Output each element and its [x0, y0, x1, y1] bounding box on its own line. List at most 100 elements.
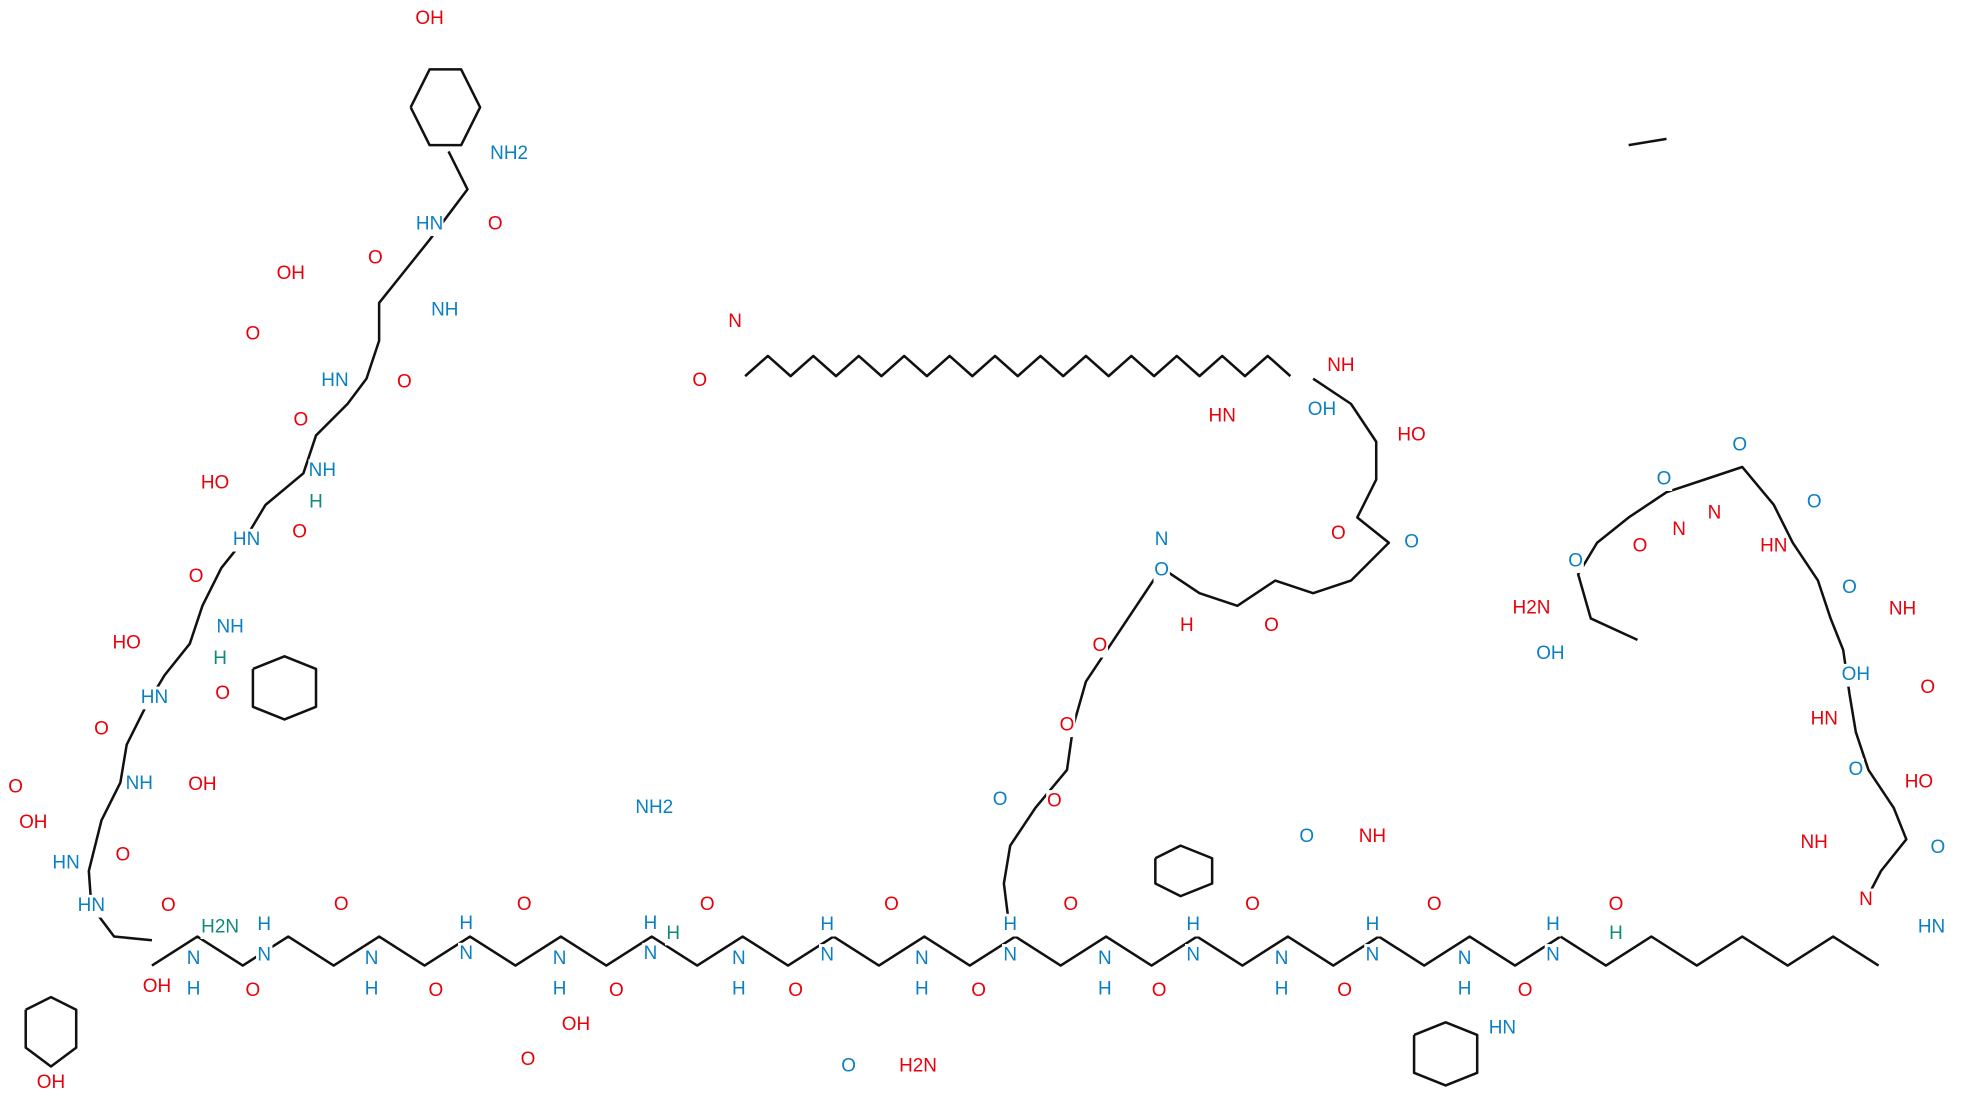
- atom-label: O: [1152, 980, 1167, 1001]
- atom-label: H: [1546, 914, 1560, 935]
- atom-label: HO: [201, 472, 229, 493]
- atom-label: H: [1275, 979, 1289, 1000]
- atom-label: N: [553, 948, 567, 969]
- atom-label: O: [1848, 759, 1863, 780]
- atom-label: H: [309, 491, 323, 512]
- atom-label: O: [1337, 980, 1352, 1001]
- atom-label: OH: [188, 774, 216, 795]
- atom-label: HN: [321, 370, 348, 391]
- bond-path: [409, 68, 482, 147]
- bond-path: [1154, 844, 1214, 898]
- atom-label: N: [1186, 944, 1200, 965]
- atom-label: O: [1427, 894, 1442, 915]
- atom-label: O: [1842, 577, 1857, 598]
- atom-label: NH: [309, 460, 336, 481]
- atom-label: O: [1063, 894, 1078, 915]
- atom-label: O: [1264, 615, 1279, 636]
- atom-label: O: [841, 1056, 856, 1077]
- atom-label: O: [1331, 523, 1346, 544]
- atom-label: H2N: [899, 1056, 937, 1077]
- atom-label: N: [915, 948, 929, 969]
- atom-label: NH: [1327, 355, 1354, 376]
- atom-label: HN: [52, 852, 79, 873]
- atom-label: O: [1920, 677, 1935, 698]
- atom-label: HN: [78, 895, 105, 916]
- atom-label: H: [257, 914, 271, 935]
- atom-label: O: [368, 248, 383, 269]
- atom-label: H: [1186, 914, 1200, 935]
- bond-path: [1002, 377, 1391, 935]
- atom-label: HN: [141, 687, 168, 708]
- atom-label: N: [257, 944, 271, 965]
- atom-label: H: [365, 979, 379, 1000]
- atom-label: O: [292, 522, 307, 543]
- atom-label: HN: [1918, 917, 1945, 938]
- atom-label: O: [1245, 894, 1260, 915]
- atom-label: HO: [1905, 772, 1933, 793]
- atom-label: H: [1003, 914, 1017, 935]
- atom-label: H: [1098, 979, 1112, 1000]
- atom-label: N: [732, 948, 746, 969]
- atom-label: HN: [1209, 406, 1236, 427]
- atom-label: NH: [1889, 599, 1916, 620]
- atom-label: O: [429, 980, 444, 1001]
- atom-label: O: [94, 719, 109, 740]
- atom-label: N: [1098, 948, 1112, 969]
- atom-label: N: [187, 948, 201, 969]
- atom-label: O: [1657, 469, 1672, 490]
- atom-label: N: [365, 948, 379, 969]
- atom-label: O: [884, 894, 899, 915]
- bond-path: [1628, 137, 1667, 147]
- atom-label: NH: [1801, 832, 1828, 853]
- atom-label: O: [246, 980, 261, 1001]
- atom-label: H: [666, 923, 680, 944]
- atom-label: OH: [19, 812, 47, 833]
- atom-label: OH: [415, 8, 443, 29]
- atom-label: O: [215, 683, 230, 704]
- atom-label: NH: [217, 616, 244, 637]
- atom-label: H2N: [201, 917, 239, 938]
- atom-label: N: [1458, 948, 1472, 969]
- atom-label: HN: [1760, 536, 1787, 557]
- atom-label: H: [187, 979, 201, 1000]
- atom-label: NH2: [635, 797, 673, 818]
- atom-label: O: [517, 894, 532, 915]
- atom-label: NH2: [490, 143, 528, 164]
- atom-label: H: [1180, 615, 1194, 636]
- atom-label: H: [459, 913, 473, 934]
- atom-label: H: [213, 648, 227, 669]
- atom-label: H2N: [1513, 597, 1551, 618]
- atom-label: HN: [1489, 1018, 1516, 1039]
- atom-label: OH: [1308, 399, 1336, 420]
- atom-label: N: [728, 311, 742, 332]
- atom-label: O: [1931, 837, 1946, 858]
- atom-label: O: [1404, 532, 1419, 553]
- atom-label: O: [116, 845, 131, 866]
- atom-label: O: [700, 894, 715, 915]
- atom-label: O: [1807, 491, 1822, 512]
- atom-label: O: [993, 789, 1008, 810]
- atom-label: N: [1546, 944, 1560, 965]
- atom-label: OH: [277, 263, 305, 284]
- atom-label: H: [1458, 979, 1472, 1000]
- atom-label: H: [644, 913, 658, 934]
- atom-label: NH: [431, 299, 458, 320]
- atom-label: H: [820, 914, 834, 935]
- atom-label: N: [1155, 529, 1169, 550]
- atom-label: O: [189, 566, 204, 587]
- atom-label: N: [1672, 519, 1686, 540]
- bond-path: [24, 995, 78, 1068]
- atom-label: O: [1568, 551, 1583, 572]
- atom-label: O: [246, 323, 261, 344]
- bond-path: [744, 354, 1292, 378]
- atom-label: OH: [1536, 643, 1564, 664]
- atom-label: NH: [126, 773, 153, 794]
- atom-label: HO: [1397, 424, 1425, 445]
- atom-label: O: [609, 980, 624, 1001]
- atom-label: O: [397, 371, 412, 392]
- atom-label: O: [1154, 559, 1169, 580]
- atom-label: OH: [37, 1072, 65, 1093]
- atom-label: O: [1092, 635, 1107, 656]
